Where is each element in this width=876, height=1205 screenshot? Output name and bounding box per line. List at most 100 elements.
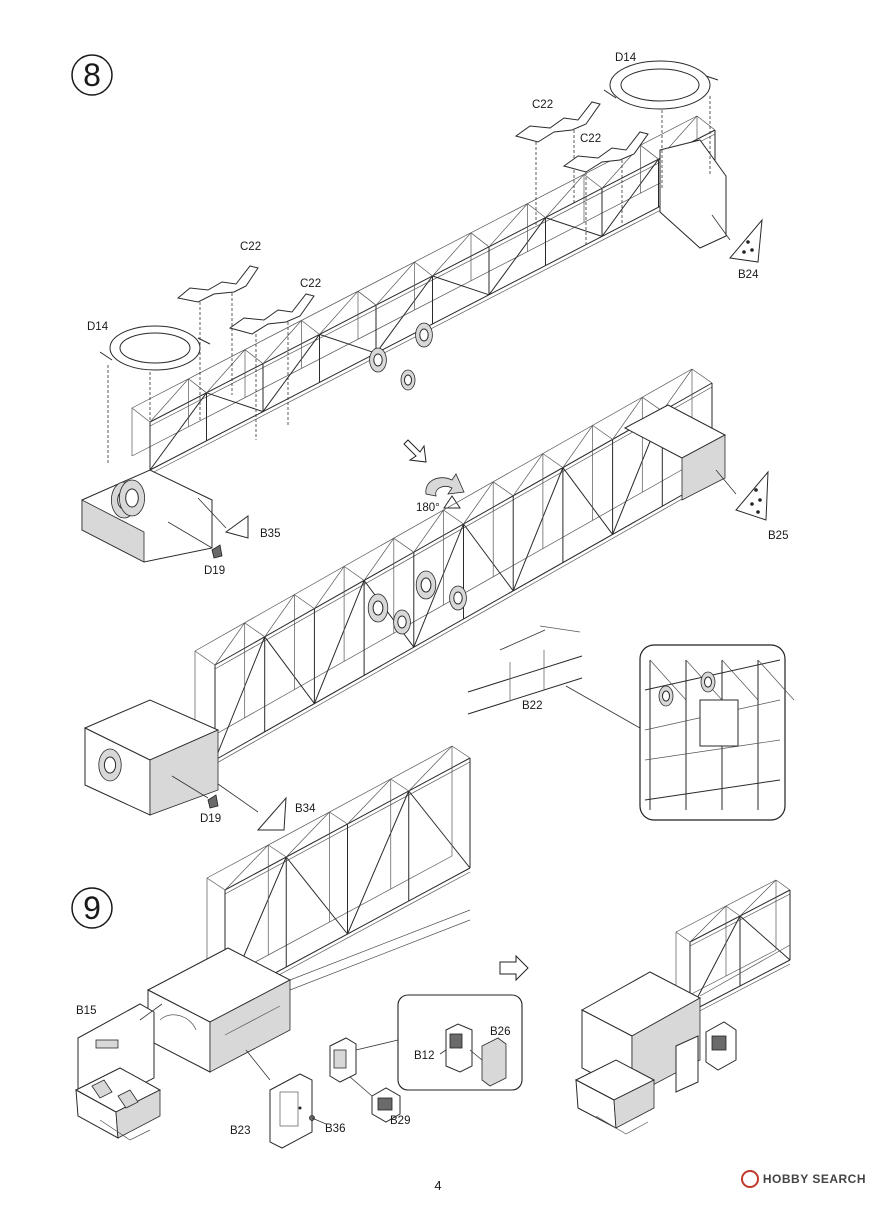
girder-step-9-left — [206, 745, 471, 1005]
truss-member — [413, 523, 464, 648]
truss-member — [390, 778, 409, 792]
label-c22-b: C22 — [300, 278, 321, 290]
truss-member — [224, 844, 269, 891]
truss-member — [640, 144, 659, 160]
truss-member — [644, 739, 781, 761]
wheel-hub — [662, 690, 670, 702]
truss-member — [562, 467, 614, 535]
d14-far-part — [603, 60, 719, 190]
wheel-hub — [397, 615, 407, 629]
d14-near-part — [99, 325, 211, 470]
wheel-hub — [420, 577, 432, 593]
truss-member — [542, 453, 564, 468]
label-b36: B36 — [325, 1123, 345, 1135]
b29-part — [341, 1069, 401, 1123]
label-b25: B25 — [768, 530, 788, 542]
truss-member — [313, 580, 365, 704]
truss-member — [739, 879, 777, 917]
truss-member — [357, 290, 377, 306]
label-b15: B15 — [76, 1005, 96, 1017]
truss-member — [214, 481, 713, 765]
truss-member — [601, 158, 659, 237]
truss-member — [289, 909, 471, 981]
b23-part — [245, 1049, 313, 1149]
b34-part — [217, 783, 287, 831]
truss-member — [347, 778, 392, 825]
truss-member — [214, 622, 245, 666]
box-unit-part — [329, 1037, 399, 1083]
truss-member — [488, 217, 546, 296]
wheel-hub — [125, 488, 139, 508]
label-b23: B23 — [230, 1125, 250, 1137]
truss-member — [285, 856, 348, 935]
truss-member — [691, 368, 713, 384]
step-8-number: 8 — [83, 57, 101, 93]
sub-detail-box — [397, 994, 523, 1091]
truss-member — [739, 915, 791, 961]
truss-member — [545, 217, 603, 237]
c22-part-b — [228, 293, 315, 440]
truss-member — [214, 636, 266, 761]
b24-part — [711, 214, 763, 263]
truss-member — [413, 509, 444, 553]
truss-member — [285, 811, 330, 858]
wheel-hub — [103, 756, 117, 774]
truss-member — [319, 290, 359, 335]
wheel-hub — [372, 600, 384, 616]
truss-member — [592, 425, 613, 440]
truss-member — [649, 659, 687, 701]
step-circle-icon — [71, 54, 113, 96]
truss-member — [689, 915, 741, 1013]
wheel-hub — [453, 591, 463, 605]
b22-installed-plate — [699, 699, 739, 747]
truss-member — [149, 392, 207, 471]
truss-member — [689, 963, 791, 1017]
truss-member — [527, 203, 546, 218]
truss-member — [699, 944, 791, 997]
wheel-hub — [419, 328, 429, 342]
truss-member — [206, 349, 246, 394]
truss-member — [131, 407, 151, 423]
truss-member — [149, 378, 189, 423]
outline-arrow-right-icon — [499, 954, 529, 982]
label-b34: B34 — [295, 803, 316, 815]
far-cab-front — [681, 434, 726, 501]
truss-member — [363, 580, 415, 648]
truss-member — [512, 467, 564, 591]
b25-part — [715, 469, 769, 521]
label-c22-a: C22 — [240, 241, 261, 253]
truss-member — [294, 594, 315, 609]
wheel-hub — [404, 374, 412, 386]
truss-member — [329, 811, 348, 825]
truss-member — [343, 566, 365, 581]
rotate-180-icon — [425, 473, 465, 509]
truss-member — [644, 779, 781, 801]
step-circle-icon — [71, 887, 113, 929]
truss-member — [268, 844, 287, 858]
brand-watermark: HOBBY SEARCH — [740, 1170, 866, 1188]
truss-member — [347, 790, 410, 935]
truss-member — [443, 509, 464, 525]
b26-part — [481, 1037, 507, 1087]
b22-part — [467, 625, 641, 729]
truss-member — [188, 378, 207, 394]
d19-part-b — [171, 775, 219, 809]
end-box-side — [81, 499, 145, 563]
truss-member — [689, 905, 727, 943]
step-8-marker: 8 — [71, 54, 113, 96]
truss-member — [264, 636, 315, 704]
truss-member — [363, 537, 395, 581]
b35-part — [197, 497, 249, 539]
girder-frame-1 — [81, 115, 727, 563]
truss-member — [463, 523, 514, 592]
wheel-hub — [704, 676, 712, 688]
brand-text: HOBBY SEARCH — [762, 1172, 866, 1186]
brand-logo-icon — [740, 1170, 759, 1188]
arrow-down-right-icon — [403, 439, 427, 463]
truss-member — [194, 650, 216, 666]
truss-member — [492, 481, 514, 497]
label-b26: B26 — [490, 1026, 510, 1038]
label-d19-a: D19 — [204, 565, 225, 577]
truss-member — [319, 333, 377, 354]
